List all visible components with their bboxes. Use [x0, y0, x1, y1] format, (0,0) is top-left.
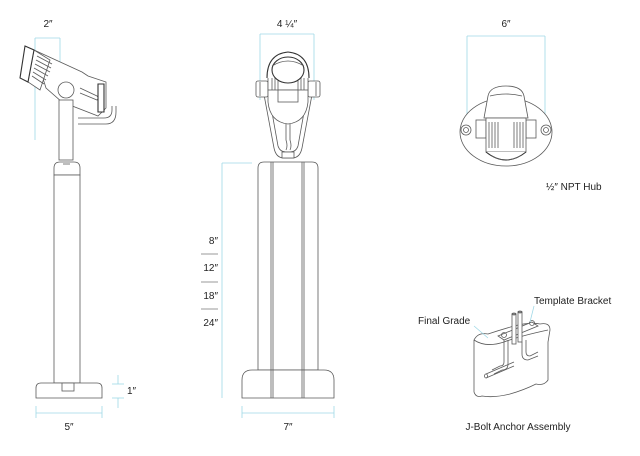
- front-base-width-label: 7″: [283, 422, 293, 433]
- side-base-height-label: 1″: [127, 386, 137, 397]
- final-grade-label: Final Grade: [418, 316, 471, 327]
- post-height-8: 8″: [208, 236, 218, 247]
- j-bolt-anchor-drawing: [473, 305, 551, 398]
- npt-hub-caption: ½″ NPT Hub: [546, 182, 602, 193]
- template-bracket-label: Template Bracket: [534, 296, 612, 307]
- front-view-fixture: [201, 33, 335, 418]
- side-base-width-label: 5″: [64, 422, 74, 433]
- front-head-width-label: 4 ¼″: [276, 19, 298, 30]
- top-view-width-label: 6″: [501, 19, 511, 30]
- j-bolt-anchor-caption: J-Bolt Anchor Assembly: [465, 422, 571, 433]
- side-head-width-label: 2″: [43, 19, 53, 30]
- top-view-fixture: [459, 35, 553, 167]
- post-height-24: 24″: [203, 318, 218, 329]
- post-height-18: 18″: [203, 291, 218, 302]
- side-view-fixture: [19, 37, 124, 418]
- post-height-12: 12″: [203, 263, 218, 274]
